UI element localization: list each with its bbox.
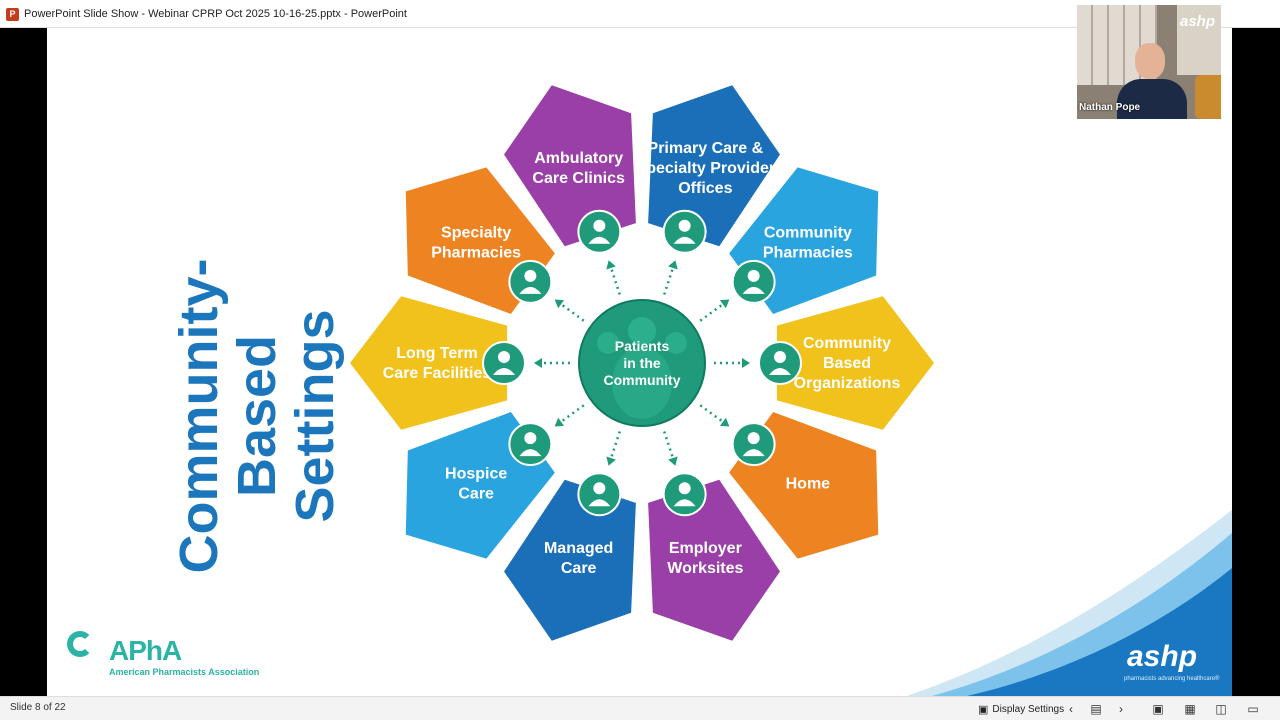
arrow-icon bbox=[554, 299, 585, 322]
segment-shape bbox=[776, 296, 934, 430]
ashp-swoosh bbox=[907, 510, 1232, 696]
arrow-icon bbox=[534, 358, 570, 368]
status-bar: Slide 8 of 22 ▣ Display Settings ‹ ▤ › ▣… bbox=[0, 696, 1280, 720]
segment-label: Ambulatory bbox=[534, 150, 623, 167]
prev-slide-icon[interactable]: ‹ bbox=[1069, 702, 1073, 716]
segment-label: Care bbox=[458, 485, 494, 502]
center-label: in the bbox=[623, 355, 661, 371]
person-icon bbox=[482, 341, 526, 385]
segment-label: Long Term bbox=[396, 345, 477, 362]
chair-background bbox=[1195, 75, 1221, 119]
arrow-icon bbox=[663, 260, 678, 295]
segment-label: Community bbox=[764, 225, 852, 242]
participant-name: Nathan Pope bbox=[1079, 102, 1141, 113]
segment-label: Hospice bbox=[445, 465, 507, 482]
segment-label: Managed bbox=[544, 540, 613, 557]
person-icon bbox=[758, 341, 802, 385]
powerpoint-icon: P bbox=[6, 8, 19, 21]
segment-label: Specialty Provider bbox=[636, 160, 776, 177]
segment-shape bbox=[504, 85, 636, 247]
segment-label: Community bbox=[803, 335, 891, 352]
arrow-icon bbox=[714, 358, 750, 368]
arrow-icon bbox=[699, 404, 730, 427]
segment-label: Employer bbox=[669, 540, 742, 557]
webcam-tile[interactable]: ashp Nathan Pope bbox=[1077, 5, 1221, 119]
settings-diagram: Primary Care &Specialty ProviderOfficesC… bbox=[350, 85, 934, 641]
segment-label: Care bbox=[561, 560, 597, 577]
arrow-icon bbox=[606, 260, 621, 295]
participant-body bbox=[1117, 79, 1187, 119]
ashp-logo: ashp bbox=[1127, 640, 1198, 673]
person-icon bbox=[577, 472, 622, 517]
segment-label: Organizations bbox=[794, 375, 901, 392]
reading-view-icon[interactable]: ◫ bbox=[1215, 702, 1227, 716]
segment-label: Care Facilities bbox=[383, 365, 492, 382]
apha-subtitle: American Pharmacists Association bbox=[109, 667, 260, 677]
person-icon bbox=[731, 259, 776, 304]
arrow-icon bbox=[663, 431, 678, 466]
segment-shape bbox=[350, 296, 508, 430]
display-settings-label: Display Settings bbox=[992, 703, 1065, 715]
center-label: Community bbox=[604, 372, 681, 388]
next-slide-icon[interactable]: › bbox=[1119, 702, 1123, 716]
slide-sorter-icon[interactable]: ▦ bbox=[1184, 702, 1196, 716]
person-icon bbox=[508, 422, 553, 467]
segment-label: Based bbox=[823, 355, 871, 372]
person-icon bbox=[508, 259, 553, 304]
segment-label: Worksites bbox=[667, 560, 743, 577]
monitor-icon: ▣ bbox=[978, 703, 989, 716]
slideshow-icon[interactable]: ▭ bbox=[1247, 702, 1259, 716]
window-title: PowerPoint Slide Show - Webinar CPRP Oct… bbox=[24, 8, 407, 20]
segment-shape bbox=[648, 85, 780, 247]
segment-label: Offices bbox=[678, 180, 732, 197]
apha-ring-icon bbox=[67, 631, 93, 657]
center-label: Patients bbox=[615, 338, 670, 354]
slide-menu-icon[interactable]: ▤ bbox=[1090, 702, 1102, 716]
segment-label: Pharmacies bbox=[763, 245, 853, 262]
person-icon bbox=[577, 209, 622, 254]
normal-view-icon[interactable]: ▣ bbox=[1152, 702, 1164, 716]
arrow-icon bbox=[699, 299, 730, 322]
slide-counter: Slide 8 of 22 bbox=[10, 702, 66, 713]
arrow-icon bbox=[606, 431, 621, 466]
ashp-tagline: pharmacists advancing healthcare® bbox=[1124, 676, 1220, 682]
segment-label: Care Clinics bbox=[532, 170, 625, 187]
title-bar: P PowerPoint Slide Show - Webinar CPRP O… bbox=[0, 0, 1280, 28]
segment-label: Pharmacies bbox=[431, 245, 521, 262]
segment-label: Primary Care & bbox=[648, 140, 764, 157]
person-icon bbox=[662, 209, 707, 254]
slide-canvas[interactable]: Community- Based Settings Primary Care &… bbox=[47, 28, 1232, 696]
person-icon bbox=[662, 472, 707, 517]
segment-shape bbox=[504, 479, 636, 641]
display-settings-button[interactable]: ▣ Display Settings bbox=[978, 701, 1064, 717]
window-background bbox=[1177, 5, 1221, 75]
segment-shape bbox=[648, 479, 780, 641]
participant-head bbox=[1135, 43, 1165, 79]
camera-ashp-logo: ashp bbox=[1179, 13, 1215, 30]
segment-label: Home bbox=[786, 475, 831, 492]
person-icon bbox=[731, 422, 776, 467]
apha-name: APhA bbox=[109, 635, 182, 666]
segment-label: Specialty bbox=[441, 225, 511, 242]
arrow-icon bbox=[554, 404, 585, 427]
